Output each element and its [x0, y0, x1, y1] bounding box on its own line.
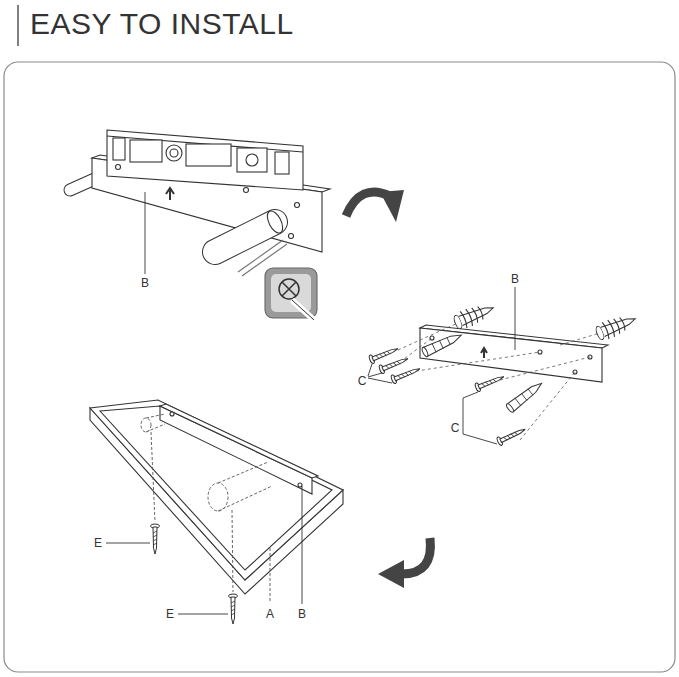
- step-three: [106, 543, 150, 544]
- part-label: B: [298, 607, 306, 621]
- step-three: [146, 424, 165, 432]
- step-one: [215, 222, 275, 252]
- step-one: [166, 145, 182, 161]
- step-two: [463, 392, 497, 444]
- step-one: [292, 300, 314, 320]
- step-three: [229, 594, 238, 624]
- step-two: [515, 287, 516, 350]
- step-two: [368, 364, 372, 376]
- step-two: [496, 425, 527, 446]
- step-one: [271, 274, 311, 312]
- step-three: [218, 462, 268, 483]
- step-three: [302, 486, 303, 604]
- step-one: [166, 188, 174, 200]
- step-one: [275, 152, 289, 174]
- step-two: [420, 328, 602, 382]
- step-three: [146, 414, 165, 418]
- step-two: [368, 373, 382, 377]
- step-one: [282, 282, 296, 296]
- step-two: [474, 373, 505, 393]
- step-three: [218, 486, 272, 511]
- part-label: E: [166, 607, 174, 621]
- step-three: [298, 483, 302, 487]
- part-label: C: [451, 421, 460, 435]
- step-two: [421, 331, 463, 358]
- header-bar: [17, 5, 19, 46]
- step-three: [178, 614, 228, 615]
- step-two: [368, 287, 639, 446]
- step-arrow: [380, 190, 404, 222]
- step-two: [538, 350, 542, 354]
- step-one: [264, 209, 286, 236]
- step-two: [481, 348, 487, 358]
- step-one: [145, 192, 146, 274]
- part-label: B: [141, 276, 149, 290]
- step-one: [292, 300, 314, 320]
- step-three: [170, 412, 174, 416]
- step-two: [368, 378, 392, 383]
- step-one: [237, 148, 267, 172]
- step-one: [70, 130, 330, 320]
- step-three: [160, 406, 312, 494]
- step-arrow: [402, 538, 430, 574]
- step-two: [378, 355, 409, 375]
- step-three: [160, 404, 318, 478]
- step-two: [368, 364, 497, 444]
- part-label: B: [511, 272, 519, 286]
- step-two: [398, 322, 600, 440]
- step-three: [151, 432, 155, 522]
- step-one: [107, 130, 303, 190]
- step-one: [215, 222, 275, 252]
- step-one: [186, 144, 231, 166]
- step-two: [560, 333, 600, 345]
- part-label: E: [94, 536, 102, 550]
- step-one: [244, 188, 249, 193]
- step-three: [141, 418, 151, 432]
- step-two: [520, 372, 575, 440]
- panel-frame: [4, 62, 675, 672]
- step-two: [594, 310, 639, 342]
- step-one: [130, 140, 162, 162]
- step-three: [232, 510, 233, 592]
- step-one: [295, 203, 300, 208]
- step-two: [368, 345, 399, 365]
- step-two: [452, 299, 497, 331]
- part-label: C: [358, 374, 367, 388]
- step-one: [113, 138, 125, 160]
- step-three: [141, 414, 272, 603]
- page-title: EASY TO INSTALL: [30, 6, 294, 42]
- step-two: [505, 379, 544, 413]
- step-three: [270, 548, 271, 603]
- step-three: [106, 486, 302, 614]
- step-two: [390, 365, 421, 385]
- step-three: [90, 400, 343, 624]
- step-arrow: [378, 560, 404, 588]
- step-three: [208, 483, 228, 511]
- step-two: [500, 357, 590, 380]
- part-label: A: [266, 607, 274, 621]
- step-three: [90, 400, 343, 580]
- step-one: [289, 234, 294, 239]
- step-one: [246, 154, 258, 166]
- step-one: [265, 268, 317, 318]
- step-one: [279, 279, 299, 299]
- step-one: [170, 149, 178, 157]
- step-one: [116, 165, 121, 170]
- step-arrow: [346, 190, 430, 588]
- step-three: [151, 524, 160, 554]
